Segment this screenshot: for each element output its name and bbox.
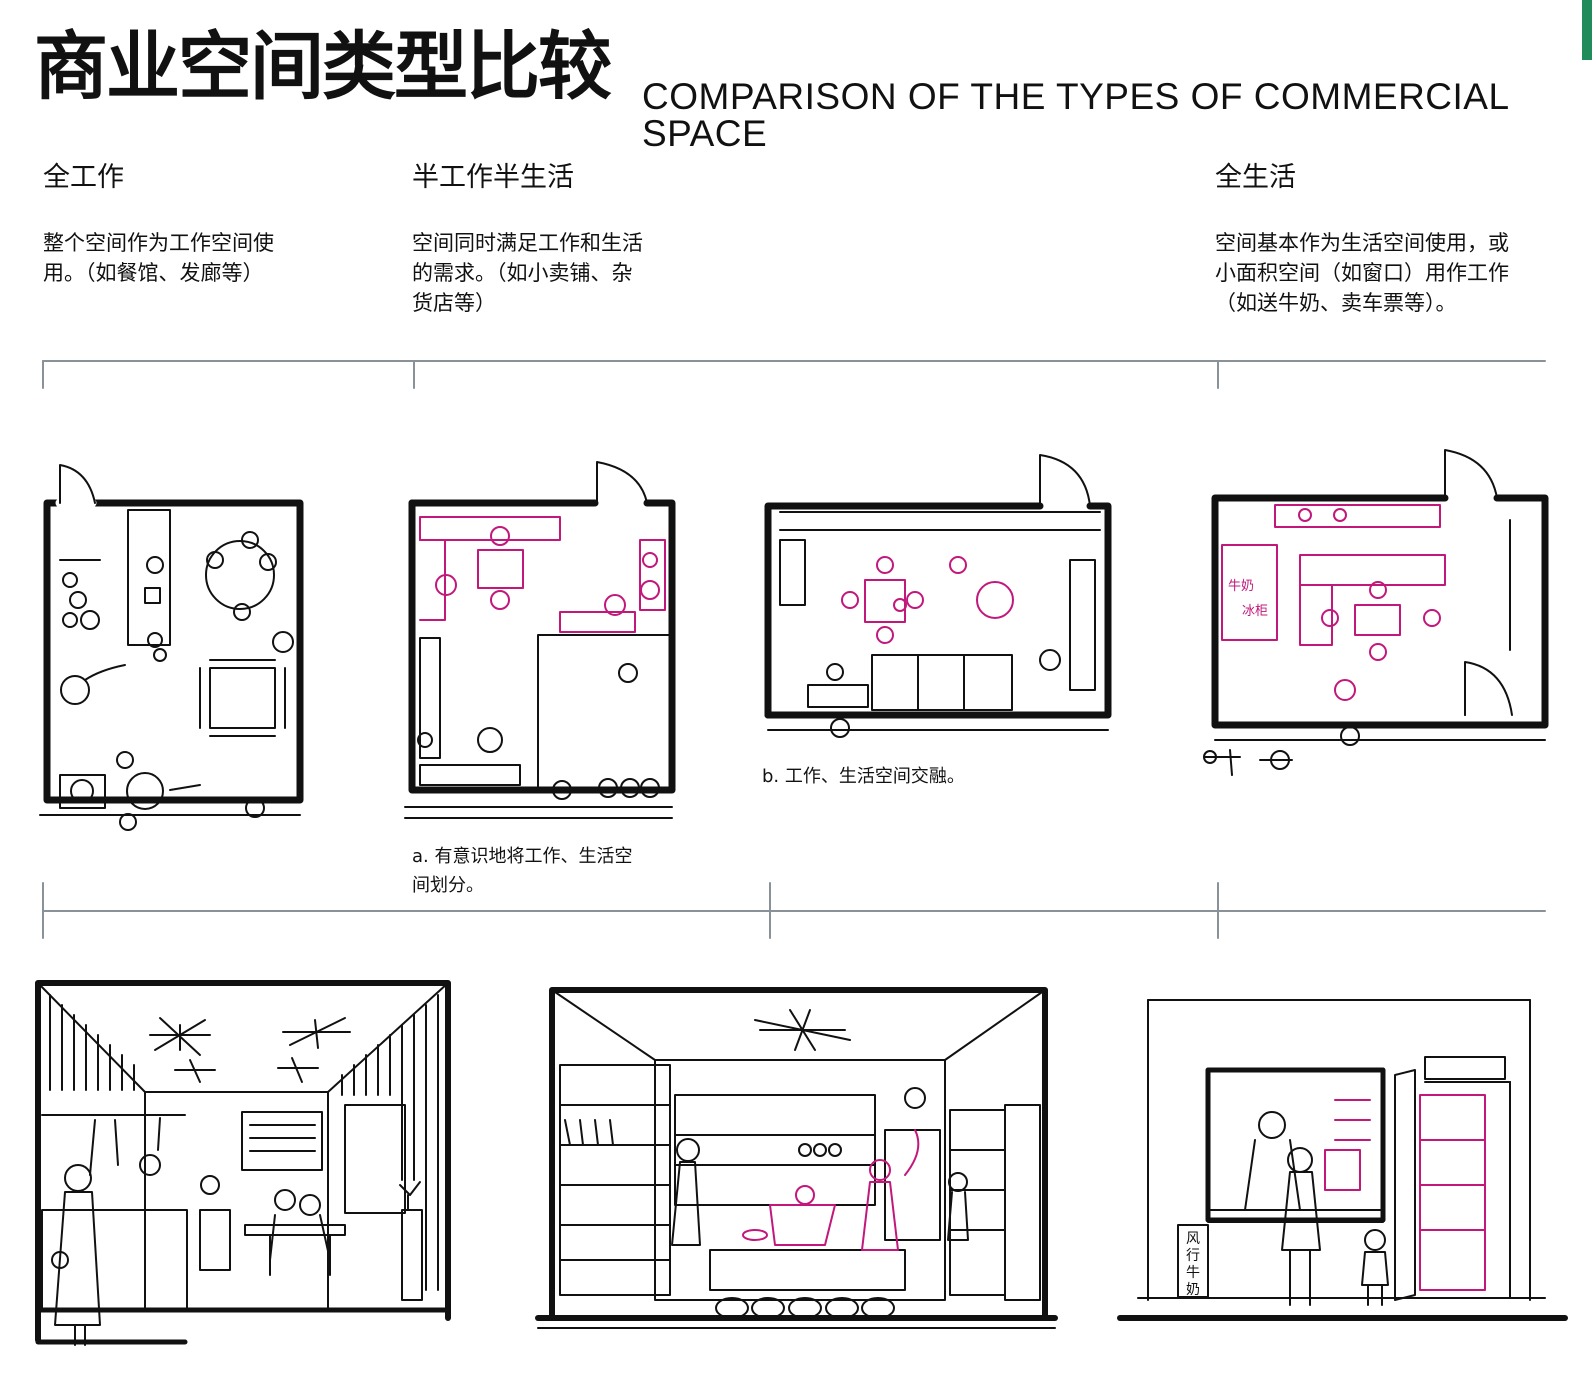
sign-char-2: 行 (1186, 1248, 1200, 1264)
caption-a: a. 有意识地将工作、生活空 间划分。 (412, 846, 633, 896)
heading-half-work-half-life: 半工作半生活 (412, 162, 574, 193)
plan-semi-separated (404, 461, 676, 819)
plan-full-work (39, 464, 304, 831)
heading-full-work: 全工作 (43, 162, 124, 193)
plan-full-life (1203, 449, 1549, 776)
sign-char-1: 风 (1186, 1231, 1200, 1247)
label-milk: 牛奶 (1228, 579, 1254, 594)
sign-char-3: 牛 (1186, 1265, 1200, 1281)
plan-semi-mixed (764, 454, 1112, 738)
caption-b: b. 工作、生活空间交融。 (762, 766, 965, 787)
divider-bottom (42, 882, 1546, 939)
description-full-work: 整个空间作为工作空间使 用。（如餐馆、发廊等） (43, 231, 274, 285)
sign-char-4: 奶 (1186, 1282, 1200, 1298)
heading-full-life: 全生活 (1215, 162, 1296, 193)
page-title-en: COMPARISON OF THE TYPES OF COMMERCIAL SP… (642, 76, 1509, 154)
section-window-shop (1117, 999, 1568, 1321)
label-fridge: 冰柜 (1242, 604, 1268, 619)
page-title: 商业空间类型比较 (34, 24, 612, 110)
description-half-work: 空间同时满足工作和生活 的需求。（如小卖铺、杂 货店等） (412, 231, 643, 315)
description-full-life: 空间基本作为生活空间使用，或 小面积空间（如窗口）用作工作 （如送牛奶、卖车票等… (1215, 231, 1509, 315)
section-grocery (535, 987, 1058, 1329)
divider-top (42, 360, 1546, 389)
corner-tab (1582, 0, 1592, 60)
section-restaurant (35, 980, 451, 1346)
